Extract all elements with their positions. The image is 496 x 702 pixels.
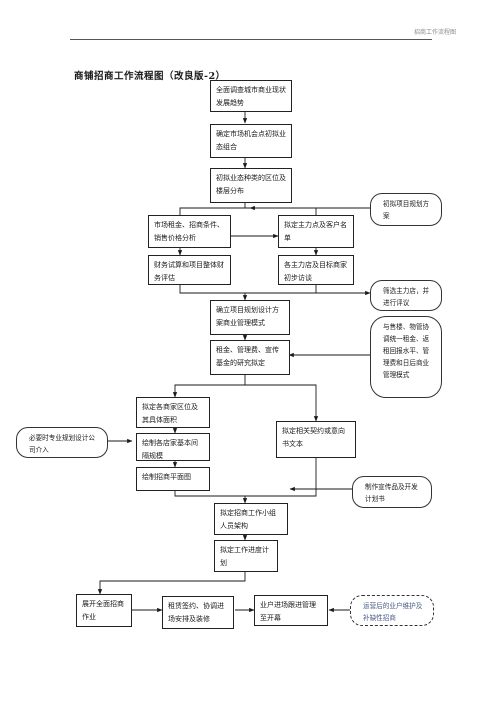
box-leasing-plan: 绘制招商平面图 [136, 467, 210, 491]
header-note: 招商工作流程图 [413, 29, 456, 36]
box-market-combo: 确定市场机会点初拟业态组合 [210, 124, 292, 158]
merge-finance [179, 285, 317, 294]
split-rent [172, 375, 246, 398]
box-anchor-visit: 各主力店及目标商家初步访谈 [278, 255, 354, 285]
note-promo: 制作宣传品及开发计划书 [352, 476, 432, 508]
note-anchor-review: 筛选主力店，并进行评议 [370, 280, 442, 311]
box-team: 拟定招商工作小组人员架构 [214, 503, 288, 535]
box-launch: 展开全面招商作业 [76, 594, 132, 627]
box-intent-contract: 拟定相关契约或意向书文本 [276, 421, 356, 458]
box-commercial-model: 确立项目规划设计方案商业管理模式 [210, 300, 290, 335]
note-plan-draft: 初拟项目规划方案 [370, 193, 442, 226]
box-schedule: 拟定工作进度计划 [214, 540, 278, 572]
split-layout [179, 203, 246, 215]
note-after-ops: 运营后的业户维护及补缺性招商 [350, 595, 434, 626]
arrow-to-launch [97, 572, 246, 595]
box-zone-area: 拟定各商家区位及其具体面积 [136, 397, 210, 428]
merge-plan [174, 491, 248, 504]
box-rent-mgmt: 租金、管理费、宣传基金的研究拟定 [210, 340, 290, 375]
box-anchor-list: 拟定主力点及客户名单 [278, 215, 354, 248]
note-coordinate: 与售楼、物管协调统一租金、返租回报水平、管理费和日后商业管理模式 [370, 316, 442, 398]
box-finance: 财务试算和项目整体财务评估 [148, 255, 231, 285]
note-professional: 必要时专业规划设计公司介入 [16, 427, 108, 458]
header-rule [70, 39, 432, 40]
box-move-in: 业户进场跟进管理至开幕 [254, 595, 328, 626]
box-format-layout: 初拟业态种类的区位及楼层分布 [210, 168, 292, 203]
box-sign-lease: 租赁签约、协调进场安排及装修 [162, 596, 234, 629]
page-title: 商铺招商工作流程图（改良版-2） [74, 71, 226, 82]
box-rent-terms: 市场租金、招商条件、销售价格分析 [148, 215, 231, 248]
box-draw-plan: 绘制各店家基本间隔规模 [136, 433, 210, 461]
box-survey: 全面调查城市商业现状发展趋势 [210, 80, 292, 112]
